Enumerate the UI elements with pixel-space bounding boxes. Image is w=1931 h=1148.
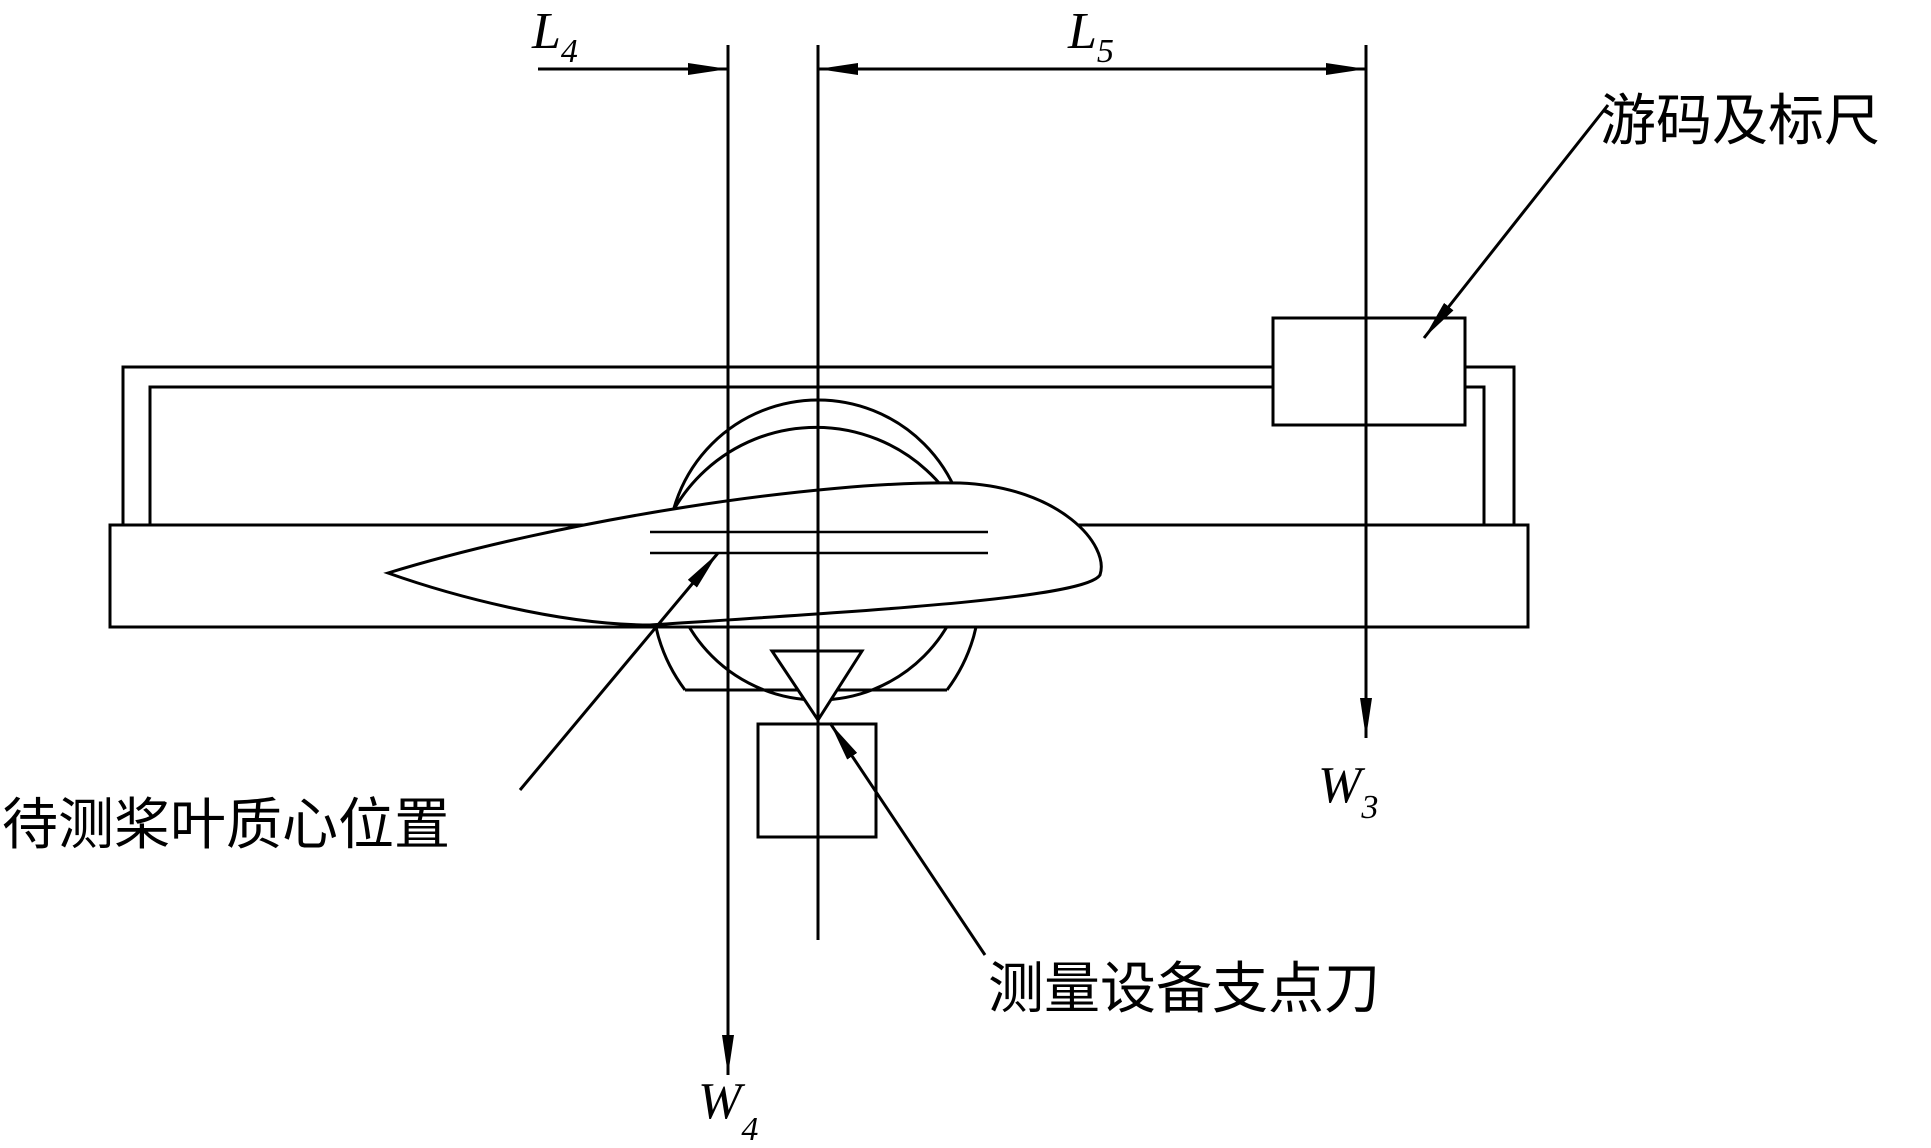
centroid-leader-line [518, 552, 720, 791]
rider-weight [1271, 316, 1467, 427]
w3-symbol: W [1318, 757, 1366, 814]
w3-subscript: 3 [1360, 789, 1378, 826]
blade-centroid-label: 待测桨叶质心位置 [2, 793, 450, 858]
leader-lines [518, 104, 1610, 956]
l4-subscript: 4 [561, 33, 578, 70]
l5-subscript: 5 [1097, 33, 1114, 70]
l5-symbol: L [1067, 3, 1097, 60]
rider-and-scale-label: 游码及标尺 [1600, 89, 1880, 154]
vertical-lines [722, 45, 1372, 1075]
fulcrum-knife-label: 测量设备支点刀 [988, 957, 1380, 1022]
w4-symbol: W [698, 1073, 746, 1130]
rider-leader-line [1422, 104, 1610, 339]
l4-label: L4 [531, 3, 578, 70]
w3-label: W3 [1318, 757, 1378, 826]
l5-label: L5 [1067, 3, 1114, 70]
w4-subscript: 4 [741, 1111, 758, 1148]
l4-symbol: L [531, 3, 561, 60]
w4-label: W4 [698, 1073, 758, 1148]
fulcrum-leader-line [828, 722, 987, 956]
